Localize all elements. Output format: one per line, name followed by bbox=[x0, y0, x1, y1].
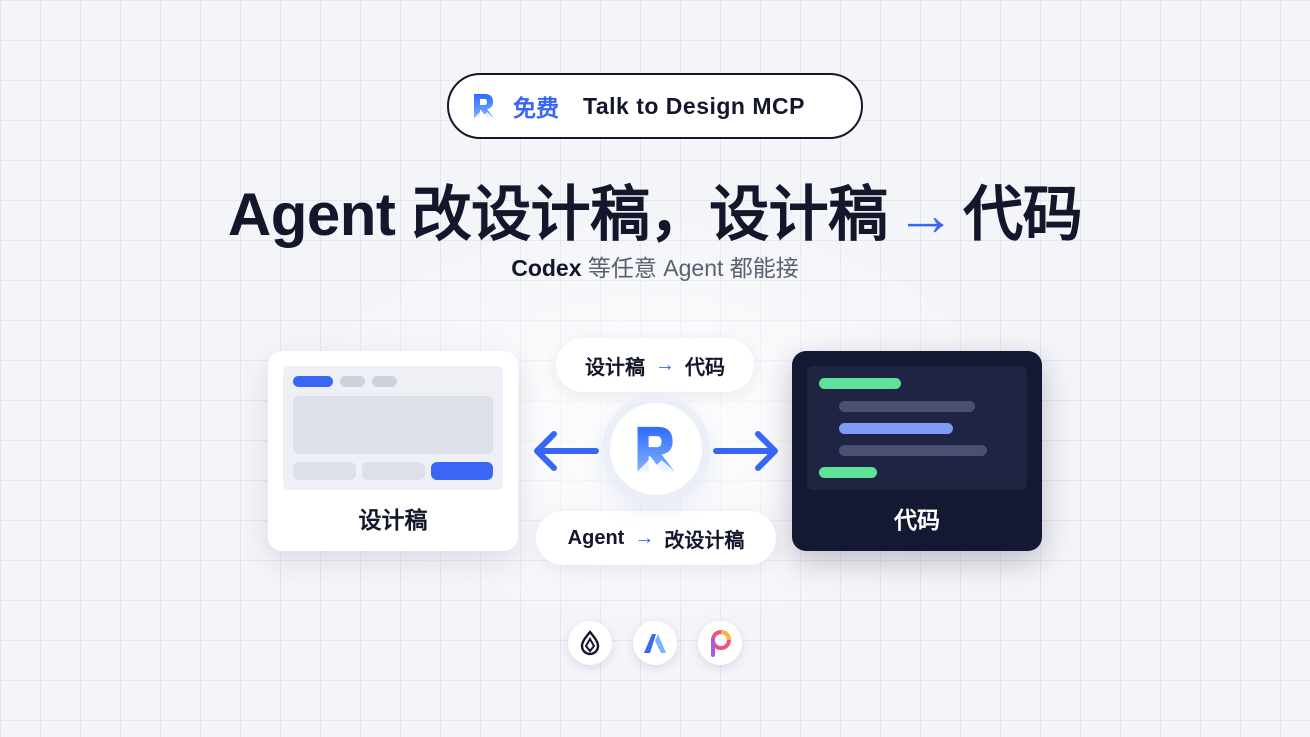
code-card-label: 代码 bbox=[894, 507, 940, 533]
mock-field bbox=[362, 462, 425, 480]
mock-tab bbox=[372, 376, 397, 387]
flow-design-to-code: 设计稿 → 代码 bbox=[556, 338, 754, 392]
center-logo bbox=[610, 403, 702, 495]
tool-p-button[interactable] bbox=[698, 621, 742, 665]
headline-arrow: → bbox=[895, 181, 956, 248]
code-line bbox=[819, 378, 901, 389]
product-name: Talk to Design MCP bbox=[583, 92, 805, 119]
tool-a-icon bbox=[644, 634, 666, 653]
mock-tab bbox=[340, 376, 365, 387]
flow-top-arrow: → bbox=[655, 353, 675, 376]
flow-bottom-arrow: → bbox=[634, 526, 655, 549]
mock-tab-active bbox=[293, 376, 333, 387]
mock-content-block bbox=[293, 396, 493, 454]
design-card: 设计稿 bbox=[268, 351, 518, 551]
product-badge: 免费 Talk to Design MCP bbox=[447, 73, 863, 139]
code-line bbox=[839, 401, 975, 412]
headline-part1: Agent 改设计稿，设计稿 bbox=[227, 181, 888, 248]
r-logo-icon bbox=[637, 426, 675, 472]
r-logo-icon bbox=[474, 94, 494, 118]
code-mockup bbox=[807, 366, 1027, 490]
code-line bbox=[839, 445, 987, 456]
tool-p-icon bbox=[711, 630, 731, 657]
code-card: 代码 bbox=[792, 351, 1042, 551]
headline-part2: 代码 bbox=[963, 181, 1083, 248]
subline-bold: Codex bbox=[511, 255, 582, 281]
code-line bbox=[839, 423, 953, 434]
subline-rest: 等任意 Agent 都能接 bbox=[581, 255, 799, 281]
code-line bbox=[819, 467, 877, 478]
design-card-label: 设计稿 bbox=[358, 507, 428, 533]
subline: Codex 等任意 Agent 都能接 bbox=[0, 249, 1310, 283]
flow-bottom-to: 改设计稿 bbox=[664, 529, 745, 552]
flow-bottom-from: Agent bbox=[567, 526, 625, 549]
flow-top-to: 代码 bbox=[685, 356, 725, 379]
arrow-left-icon bbox=[534, 431, 599, 471]
design-mockup bbox=[283, 366, 503, 490]
tool-drop-button[interactable] bbox=[568, 621, 612, 665]
flow-agent-to-design: Agent → 改设计稿 bbox=[536, 511, 776, 565]
free-label: 免费 bbox=[513, 95, 559, 121]
flow-top-from: 设计稿 bbox=[585, 356, 645, 379]
headline: Agent 改设计稿，设计稿→代码 bbox=[0, 166, 1310, 253]
tool-drop-icon bbox=[580, 630, 600, 656]
mock-field bbox=[293, 462, 356, 480]
arrow-right-icon bbox=[713, 431, 778, 471]
mock-button bbox=[431, 462, 493, 480]
tool-a-button[interactable] bbox=[633, 621, 677, 665]
